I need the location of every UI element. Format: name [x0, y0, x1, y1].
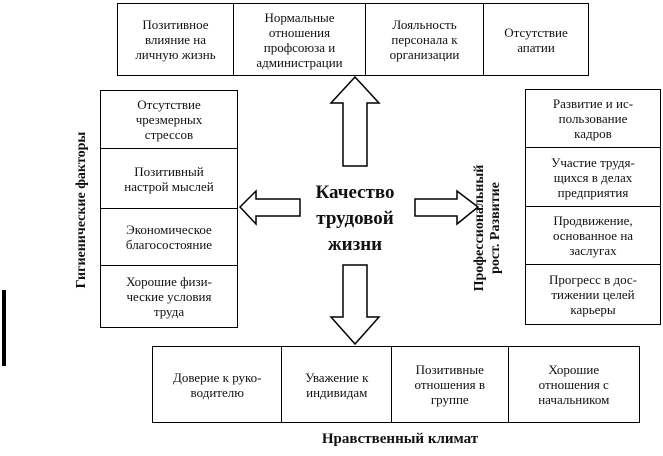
center-title: Качество трудовой жизни	[315, 182, 395, 255]
moral-climate-row: Доверие к руко- водителю Уважение к инди…	[152, 346, 640, 423]
hygiene-factor-box: Позитивный настрой мыслей	[101, 149, 237, 209]
moral-climate-box: Доверие к руко- водителю	[153, 347, 283, 422]
growth-factors-column: Развитие и ис- пользование кадров Участи…	[525, 89, 661, 325]
growth-factor-box: Участие трудя- щихся в делах предприятия	[526, 148, 660, 207]
hygiene-factors-label: Гигиенические факторы	[74, 131, 89, 289]
top-factor-box: Нормальные отношения профсоюза и админис…	[234, 4, 366, 75]
arrow-up-icon	[329, 75, 381, 167]
hygiene-factors-column: Отсутствие чрезмерных стрессов Позитивны…	[100, 90, 238, 328]
growth-factors-label: Профессиональный рост. Развитие	[472, 164, 503, 292]
top-factor-box: Лояльность персонала к организации	[366, 4, 484, 75]
hygiene-factor-box: Хорошие физи- ческие условия труда	[126, 274, 212, 319]
moral-climate-label: Нравственный климат	[321, 431, 479, 447]
edge-mark	[2, 290, 6, 366]
growth-factor-box: Продвижение, основанное на заслугах	[526, 207, 660, 265]
moral-climate-box: Хорошие отношения с начальником	[538, 362, 610, 407]
top-factor-box: Отсутствие апатии	[504, 24, 568, 55]
arrow-right-icon	[414, 189, 480, 226]
arrow-down-icon	[329, 264, 381, 346]
top-factors-row: Позитивное влияние на личную жизнь Норма…	[117, 3, 589, 76]
hygiene-factor-box: Экономическое благосостояние	[101, 209, 237, 266]
arrow-left-icon	[238, 189, 301, 226]
top-factor-box: Позитивное влияние на личную жизнь	[118, 4, 234, 75]
moral-climate-box: Позитивные отношения в группе	[392, 347, 509, 422]
moral-climate-box: Уважение к индивидам	[282, 347, 393, 422]
growth-factor-box: Развитие и ис- пользование кадров	[526, 90, 660, 148]
hygiene-factor-box: Отсутствие чрезмерных стрессов	[101, 91, 237, 149]
growth-factor-box: Прогресс в дос- тижении целей карьеры	[548, 272, 638, 317]
